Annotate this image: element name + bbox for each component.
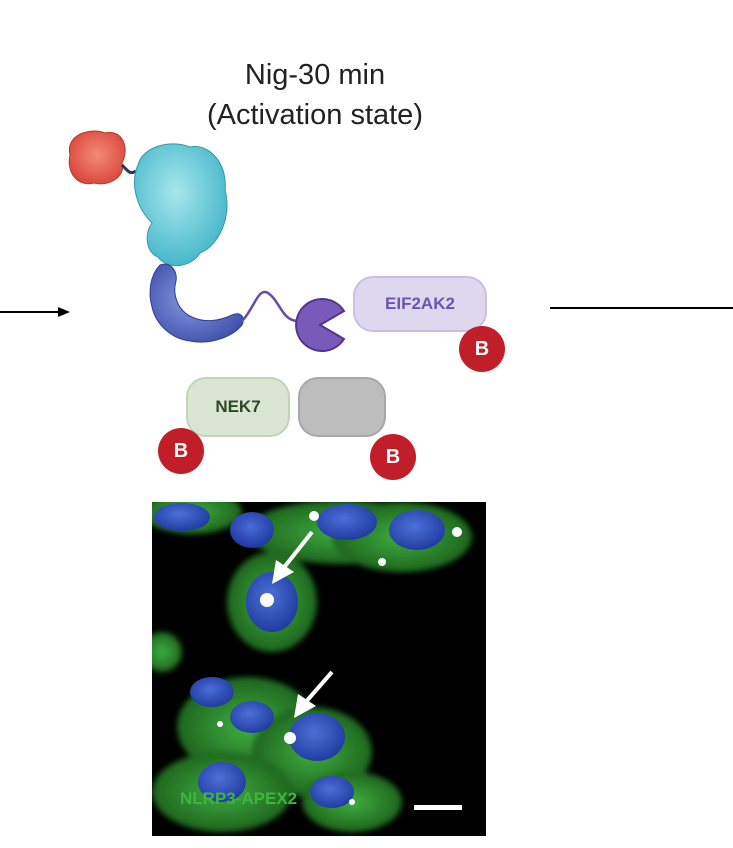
micrograph-label: NLRP3-APEX2 (180, 789, 298, 808)
eif2ak2-label: EIF2AK2 (385, 294, 455, 313)
micrograph-image (152, 502, 486, 836)
biotin-badge-gray: B (370, 434, 416, 480)
right-arrow-icon (0, 307, 70, 317)
scale-bar-icon (414, 805, 462, 810)
unlabeled-protein (298, 377, 386, 437)
biotin-badge-eif2ak2: B (459, 326, 505, 372)
title-line-2: (Activation state) (207, 99, 423, 131)
eif2ak2-protein: EIF2AK2 (353, 276, 487, 332)
nek7-protein: NEK7 (186, 377, 290, 437)
title-line-1: Nig-30 min (244, 59, 386, 91)
line-right-icon (550, 307, 733, 309)
protein-structure-icon (68, 130, 299, 343)
white-arrow-icon (272, 530, 334, 718)
pacman-icon (295, 298, 346, 352)
biotin-badge-nek7: B (158, 428, 204, 474)
nek7-label: NEK7 (215, 397, 261, 416)
